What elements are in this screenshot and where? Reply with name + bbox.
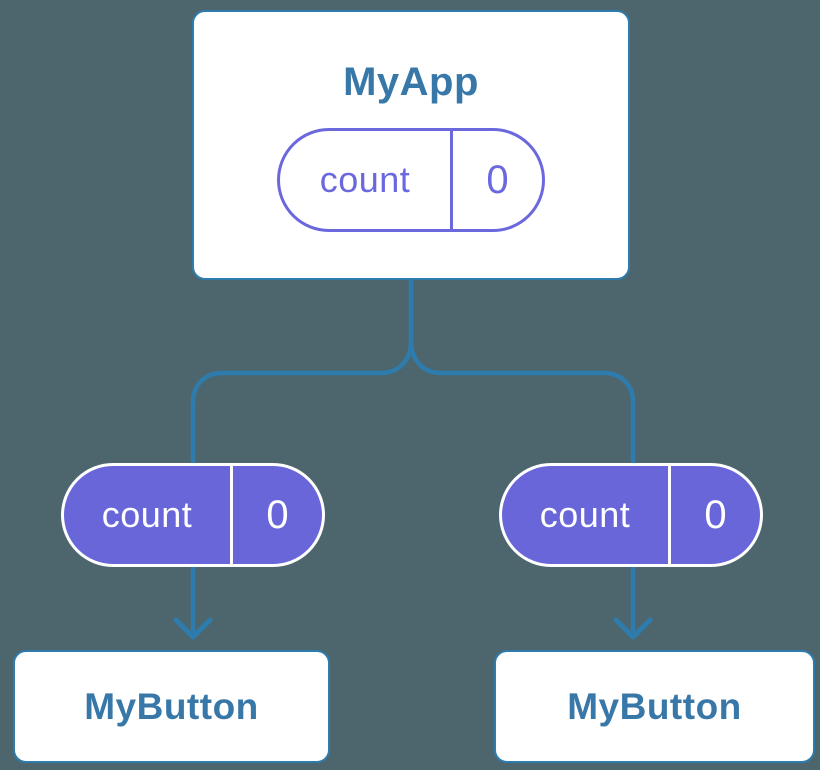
state-name-label: count bbox=[319, 159, 411, 200]
state-pill-left-prop: count 0 bbox=[61, 463, 325, 567]
state-pill-myapp: count 0 bbox=[277, 128, 545, 232]
state-name-label: count bbox=[101, 494, 193, 535]
node-mybutton-left-title: MyButton bbox=[84, 686, 259, 727]
state-value-label: 0 bbox=[230, 466, 322, 564]
parent-to-children-connector bbox=[190, 279, 636, 634]
node-myapp-title: MyApp bbox=[343, 60, 479, 104]
node-mybutton-right-title: MyButton bbox=[567, 686, 742, 727]
down-arrowhead-icon bbox=[173, 617, 653, 640]
state-name-label: count bbox=[539, 494, 631, 535]
state-value-label: 0 bbox=[668, 466, 760, 564]
state-pill-right-prop: count 0 bbox=[499, 463, 763, 567]
node-mybutton-right: MyButton bbox=[494, 650, 815, 763]
node-mybutton-left: MyButton bbox=[13, 650, 330, 763]
state-value-label: 0 bbox=[450, 131, 542, 229]
